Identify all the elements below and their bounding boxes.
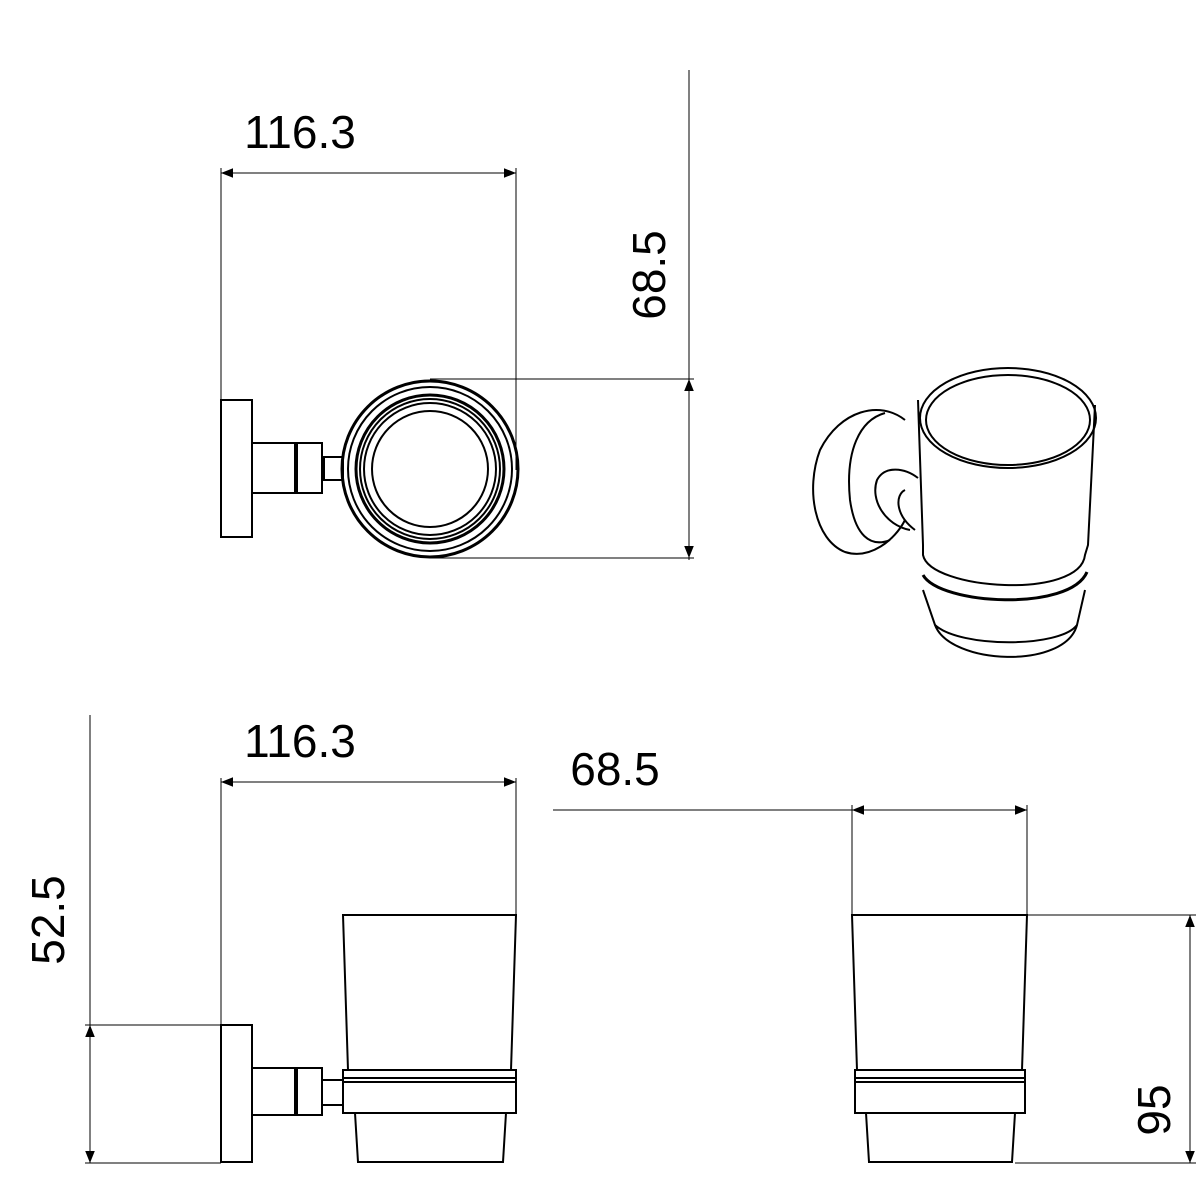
top-view: 116.3 68.5 <box>220 70 694 560</box>
cup-holder-band <box>854 1069 1026 1114</box>
dimension-label-depth: 68.5 <box>623 230 675 320</box>
cup-glass <box>850 914 1029 1071</box>
dimension-label-width: 68.5 <box>570 743 660 795</box>
front-view: 68.5 95 <box>553 743 1196 1164</box>
side-view: 116.3 52.5 <box>22 715 518 1164</box>
cup-rings <box>340 379 520 559</box>
cup-holder-band <box>342 1069 517 1114</box>
dimension-label-height: 52.5 <box>22 875 74 965</box>
dimension-label-width: 116.3 <box>244 106 356 158</box>
wall-plate <box>220 399 253 538</box>
cup-glass <box>341 914 518 1071</box>
isometric-view <box>812 367 1097 658</box>
wall-plate <box>220 1024 253 1163</box>
dimension-label-width: 116.3 <box>244 715 356 767</box>
dimension-label-height: 95 <box>1128 1084 1180 1135</box>
